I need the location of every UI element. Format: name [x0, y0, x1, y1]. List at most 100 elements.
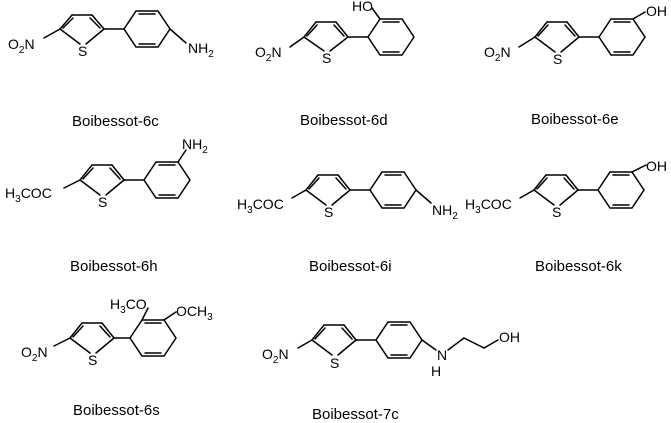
atom-symbol: H: [431, 363, 441, 379]
thiophene-sulfur: S: [330, 355, 339, 371]
structure-6d: O2N S HO Boibessot-6d: [255, 0, 415, 129]
atom-subscript: 3: [475, 205, 481, 216]
atom-symbol: N: [24, 36, 34, 52]
atom-symbol: S: [88, 352, 97, 368]
atom-symbol: COC: [253, 196, 284, 212]
atom-subscript: 2: [452, 211, 458, 222]
amino-group: NH2: [432, 202, 458, 222]
bonds: [519, 164, 647, 209]
atom-symbol: S: [330, 355, 339, 371]
atom-symbol: N: [37, 344, 47, 360]
atom-symbol: H: [237, 196, 247, 212]
thiophene-sulfur: S: [324, 204, 333, 220]
compound-label-6s: Boibessot-6s: [73, 402, 160, 419]
structure-6c: O2N S NH2 Boibessot-6c: [8, 10, 214, 130]
atom-symbol: O: [484, 44, 495, 60]
bonds: [518, 11, 646, 56]
atom-symbol: NH: [432, 202, 452, 218]
bonds: [43, 10, 187, 48]
hydroxyl-group: OH: [646, 3, 667, 19]
atom-symbol: OH: [646, 3, 667, 19]
nitro-group: O2N: [262, 346, 289, 366]
amine-hydrogen: H: [431, 363, 441, 379]
compound-label-6i: Boibessot-6i: [309, 258, 392, 275]
nitro-group: O2N: [484, 44, 511, 64]
acetyl-group: H3COC: [465, 196, 512, 216]
atom-subscript: 3: [120, 305, 126, 316]
atom-subscript: 2: [266, 53, 272, 64]
atom-symbol: N: [278, 346, 288, 362]
atom-symbol: HO: [352, 0, 373, 14]
acetyl-group: H3COC: [237, 196, 284, 216]
structure-6e: O2N S OH Boibessot-6e: [484, 3, 667, 128]
hydroxyl-group: OH: [499, 329, 520, 345]
methoxy-group: OCH3: [176, 303, 213, 323]
compound-label-7c: Boibessot-7c: [312, 406, 399, 423]
amino-group: NH2: [188, 40, 214, 60]
atom-symbol: O: [255, 44, 266, 60]
compound-label-6h: Boibessot-6h: [70, 258, 158, 275]
atom-symbol: N: [500, 44, 510, 60]
atom-symbol: H: [110, 296, 120, 312]
bonds: [289, 7, 415, 56]
thiophene-sulfur: S: [552, 204, 561, 220]
atom-symbol: S: [324, 204, 333, 220]
bonds: [53, 307, 177, 357]
atom-subscript: 3: [207, 312, 213, 323]
compound-label-6e: Boibessot-6e: [531, 111, 619, 128]
amino-group: NH2: [182, 136, 208, 156]
atom-symbol: H: [465, 196, 475, 212]
amine-nitrogen: N: [437, 347, 447, 363]
atom-symbol: S: [322, 50, 331, 66]
thiophene-sulfur: S: [78, 43, 87, 59]
compound-label-6d: Boibessot-6d: [300, 112, 388, 129]
atom-symbol: O: [21, 344, 32, 360]
atom-symbol: O: [8, 36, 19, 52]
atom-subscript: 2: [19, 45, 25, 56]
structure-6h: H3COC S NH2 Boibessot-6h: [5, 136, 208, 275]
atom-symbol: O: [262, 346, 273, 362]
hydroxyl-group: HO: [352, 0, 373, 14]
atom-symbol: CO: [126, 296, 147, 312]
thiophene-sulfur: S: [88, 352, 97, 368]
structure-7c: O2N S H N OH Boibessot-7c: [262, 321, 520, 423]
atom-symbol: S: [78, 43, 87, 59]
atom-symbol: OH: [646, 158, 667, 174]
atom-symbol: COC: [481, 196, 512, 212]
atom-subscript: 2: [32, 353, 38, 364]
atom-subscript: 3: [15, 194, 21, 205]
atom-subscript: 3: [247, 205, 253, 216]
bonds: [297, 321, 499, 359]
atom-subscript: 2: [208, 49, 214, 60]
atom-symbol: NH: [182, 136, 202, 152]
nitro-group: O2N: [21, 344, 48, 364]
nitro-group: O2N: [255, 44, 282, 64]
hydroxyl-group: OH: [646, 158, 667, 174]
atom-symbol: N: [271, 44, 281, 60]
thiophene-sulfur: S: [553, 51, 562, 67]
atom-subscript: 2: [495, 53, 501, 64]
compound-label-6k: Boibessot-6k: [535, 258, 622, 275]
atom-subscript: 2: [202, 145, 208, 156]
atom-symbol: N: [437, 347, 447, 363]
methoxy-group: H3CO: [110, 296, 147, 316]
structure-6i: H3COC S NH2 Boibessot-6i: [237, 171, 458, 275]
acetyl-group: H3COC: [5, 185, 52, 205]
atom-symbol: S: [553, 51, 562, 67]
atom-symbol: NH: [188, 40, 208, 56]
atom-subscript: 2: [273, 355, 279, 366]
compound-label-6c: Boibessot-6c: [72, 113, 159, 130]
atom-symbol: S: [98, 194, 107, 210]
atom-symbol: OH: [499, 329, 520, 345]
bonds: [291, 171, 432, 209]
atom-symbol: OCH: [176, 303, 207, 319]
bonds: [63, 149, 191, 199]
thiophene-sulfur: S: [98, 194, 107, 210]
structure-6s: O2N S H3CO OCH3 Boibessot-6s: [21, 296, 213, 419]
atom-symbol: H: [5, 185, 15, 201]
structure-6k: H3COC S OH Boibessot-6k: [465, 158, 667, 275]
atom-symbol: S: [552, 204, 561, 220]
nitro-group: O2N: [8, 36, 35, 56]
